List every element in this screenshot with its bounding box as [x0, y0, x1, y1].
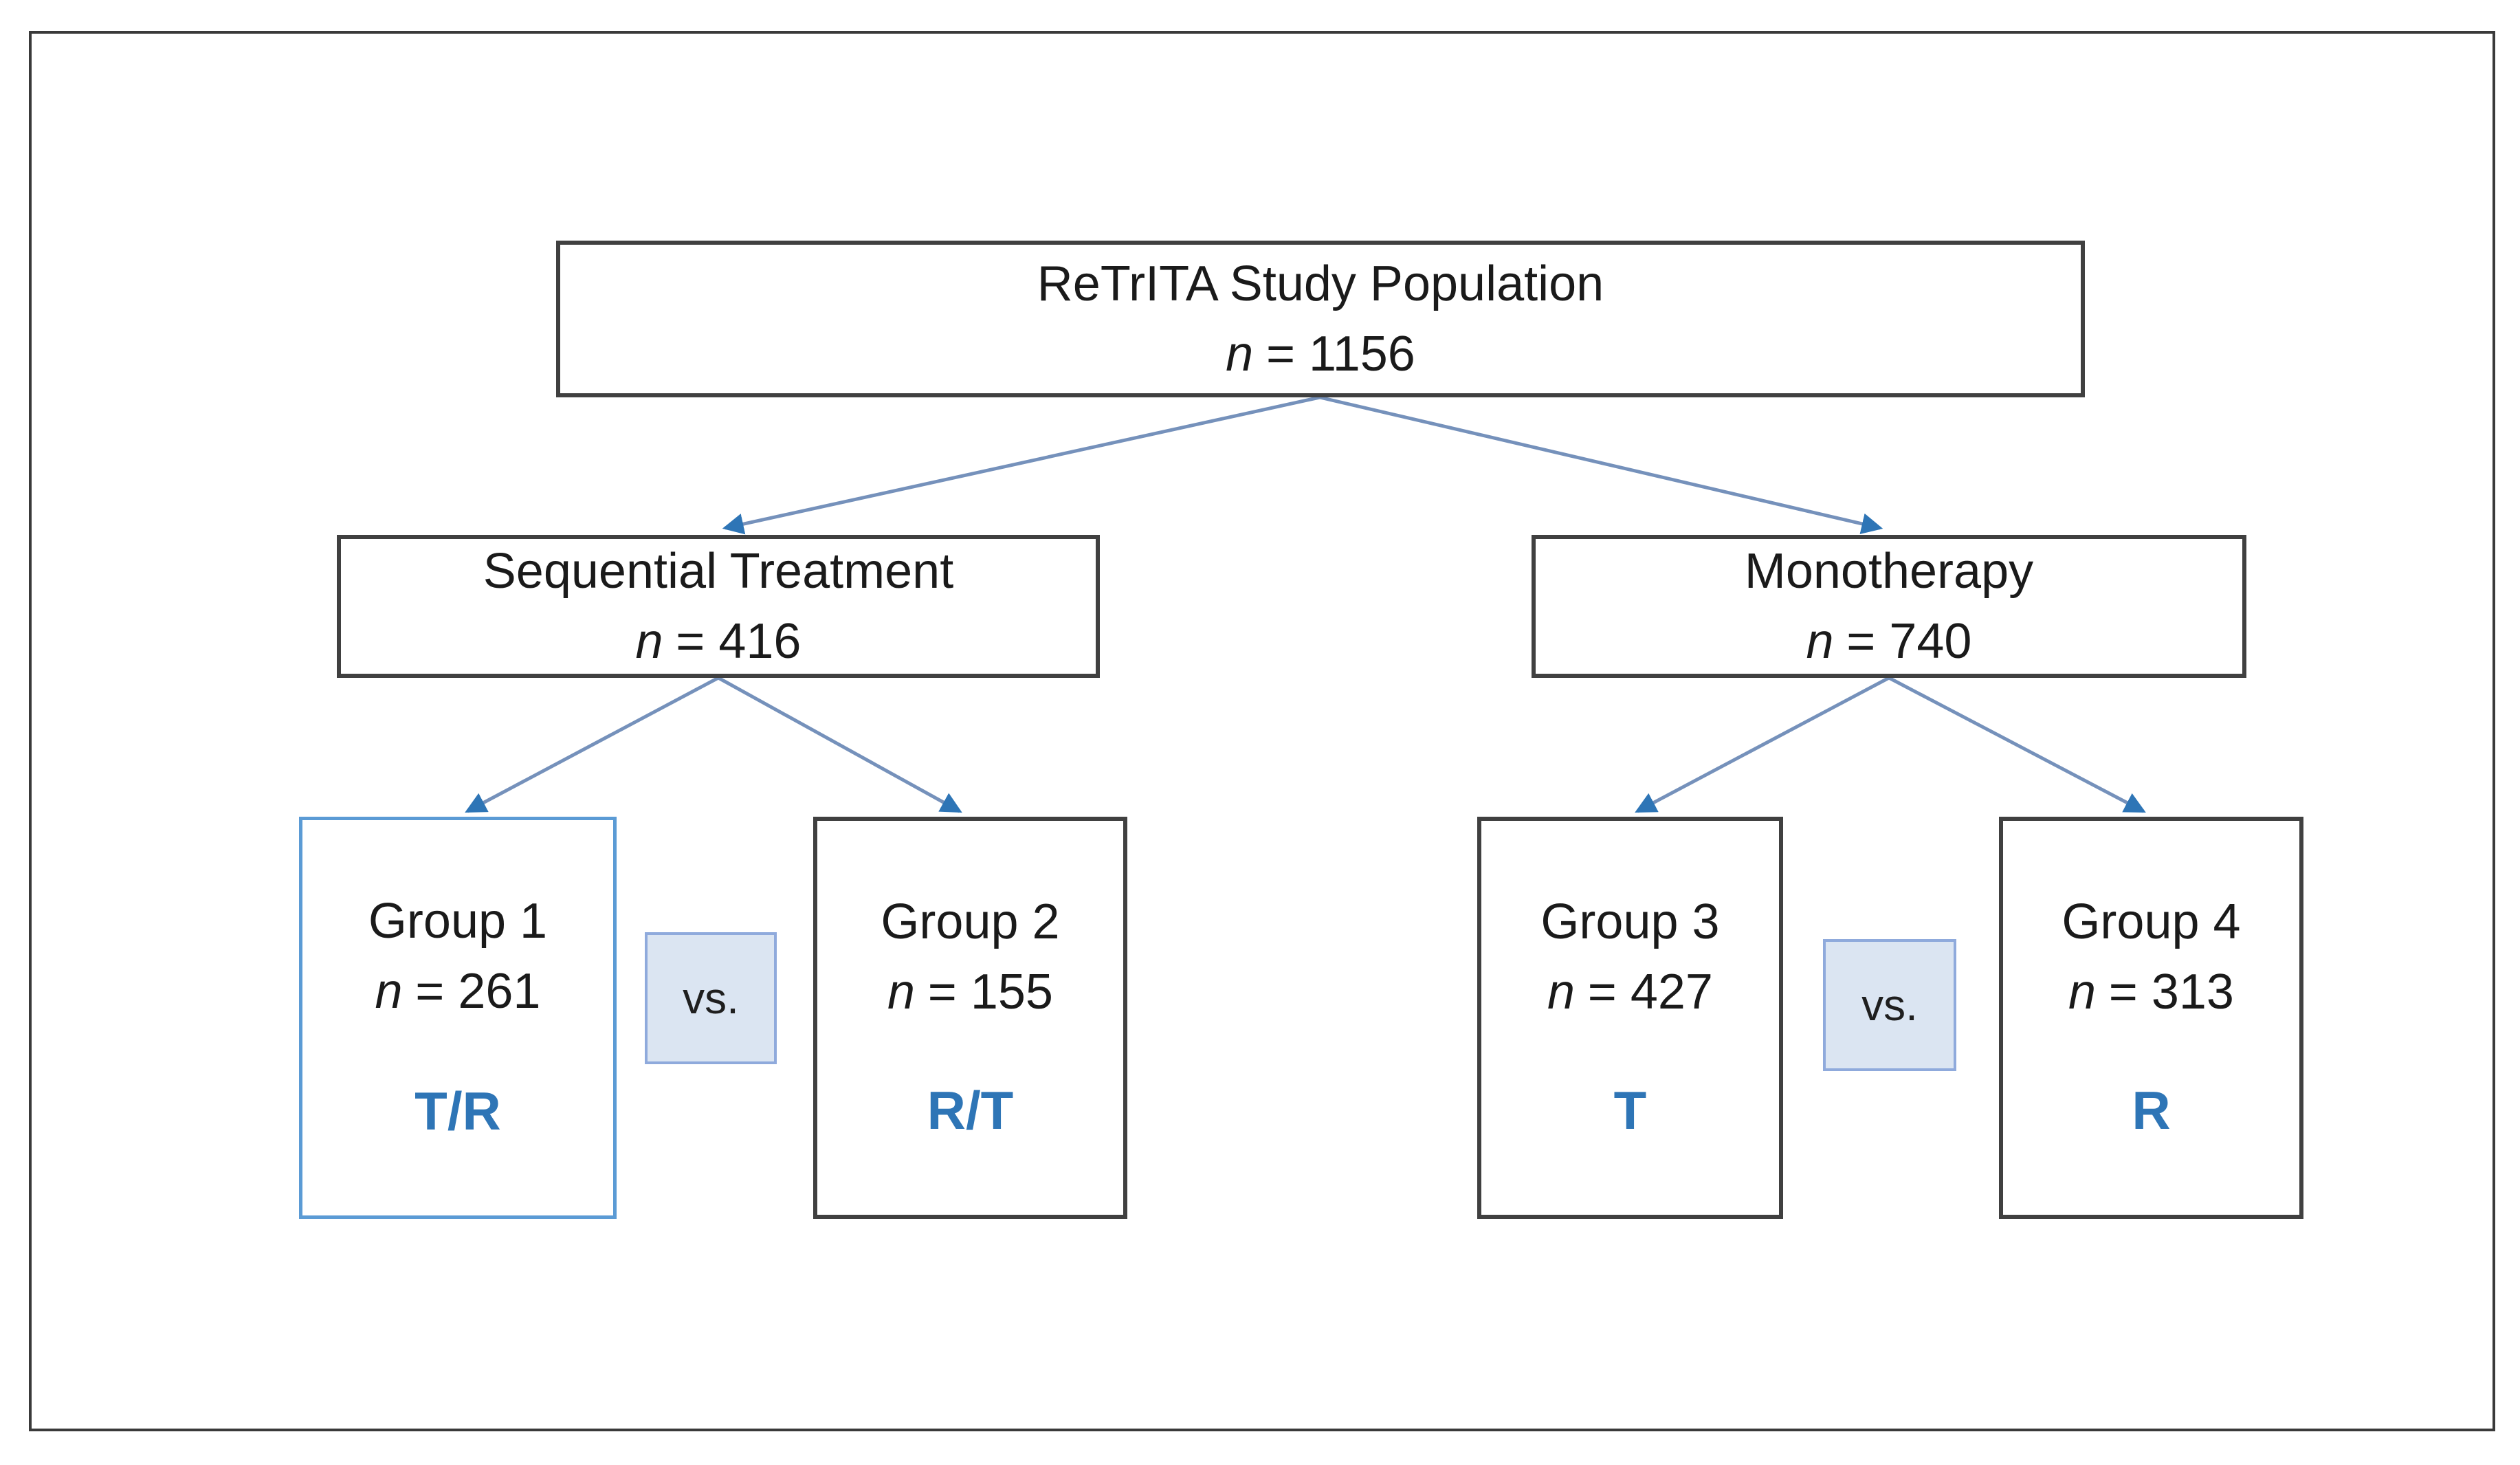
- group-1-label: Group 1: [368, 894, 548, 949]
- node-group-2: Group 2 n= 155 R/T: [813, 817, 1127, 1219]
- node-group-4: Group 4 n= 313 R: [1999, 817, 2303, 1219]
- node-group-1: Group 1 n= 261 T/R: [299, 817, 617, 1219]
- n-symbol: n: [887, 965, 916, 1020]
- vs-label: vs.: [683, 973, 739, 1023]
- study-population-n: n= 1156: [1226, 319, 1415, 389]
- node-study-population: ReTrITA Study Population n= 1156: [556, 241, 2085, 397]
- arrow-monotherapy-to-group4: [1888, 676, 2146, 813]
- vs-label: vs.: [1861, 980, 1918, 1030]
- group-2-n: n= 155: [887, 957, 1053, 1027]
- n-symbol: n: [635, 614, 663, 669]
- monotherapy-label: Monotherapy: [1744, 543, 2034, 599]
- arrow-root-to-sequential: [722, 395, 1320, 535]
- n-value: = 155: [927, 965, 1053, 1020]
- arrow-sequential-to-group2: [717, 676, 962, 813]
- arrow-root-to-monotherapy: [1319, 395, 1883, 535]
- vs-badge-right: vs.: [1823, 939, 1956, 1071]
- group-1-treatment-code: T/R: [415, 1081, 501, 1142]
- group-3-label: Group 3: [1540, 894, 1720, 949]
- n-value: = 1156: [1265, 327, 1415, 382]
- sequential-treatment-n: n= 416: [636, 606, 802, 676]
- group-4-label: Group 4: [2062, 894, 2241, 949]
- sequential-treatment-label: Sequential Treatment: [483, 543, 954, 599]
- group-4-treatment-code: R: [2132, 1080, 2171, 1141]
- group-3-n: n= 427: [1547, 957, 1713, 1027]
- n-value: = 416: [676, 614, 802, 669]
- monotherapy-n: n= 740: [1806, 606, 1972, 676]
- arrow-monotherapy-to-group3: [1635, 676, 1890, 813]
- n-value: = 313: [2108, 965, 2234, 1020]
- n-value: = 740: [1846, 614, 1972, 669]
- vs-badge-left: vs.: [645, 932, 777, 1064]
- group-2-label: Group 2: [881, 894, 1060, 949]
- group-3-treatment-code: T: [1613, 1080, 1647, 1141]
- node-sequential-treatment: Sequential Treatment n= 416: [337, 535, 1100, 678]
- node-group-3: Group 3 n= 427 T: [1477, 817, 1783, 1219]
- group-1-n: n= 261: [375, 956, 541, 1026]
- n-symbol: n: [1226, 327, 1254, 382]
- study-population-label: ReTrITA Study Population: [1037, 256, 1604, 311]
- n-symbol: n: [1806, 614, 1834, 669]
- group-2-treatment-code: R/T: [927, 1080, 1014, 1141]
- n-value: = 261: [415, 964, 541, 1020]
- n-value: = 427: [1587, 965, 1713, 1020]
- n-symbol: n: [1547, 965, 1576, 1020]
- node-monotherapy: Monotherapy n= 740: [1532, 535, 2246, 678]
- arrow-sequential-to-group1: [465, 676, 720, 813]
- group-4-n: n= 313: [2068, 957, 2234, 1027]
- n-symbol: n: [375, 964, 403, 1020]
- n-symbol: n: [2068, 965, 2097, 1020]
